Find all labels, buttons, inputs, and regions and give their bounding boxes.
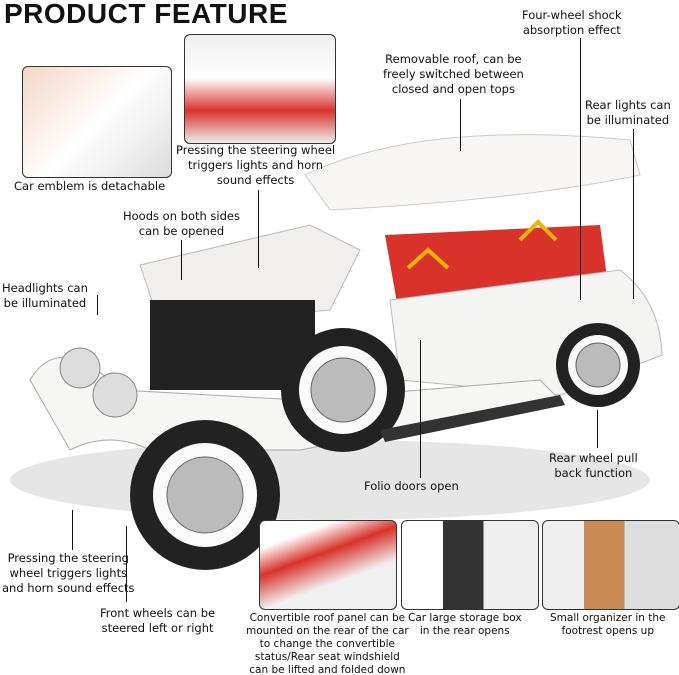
emblem-inset [22, 66, 172, 178]
organizer-inset [542, 520, 679, 610]
front-wheel [130, 420, 280, 570]
steering-inset [184, 34, 336, 144]
label-folio: Folio doors open [364, 479, 459, 493]
storage-box-inset [401, 520, 539, 610]
convertible-inset [259, 520, 397, 610]
page-title: PRODUCT FEATURE [4, 0, 288, 29]
label-emblem: Car emblem is detachable [14, 179, 166, 193]
